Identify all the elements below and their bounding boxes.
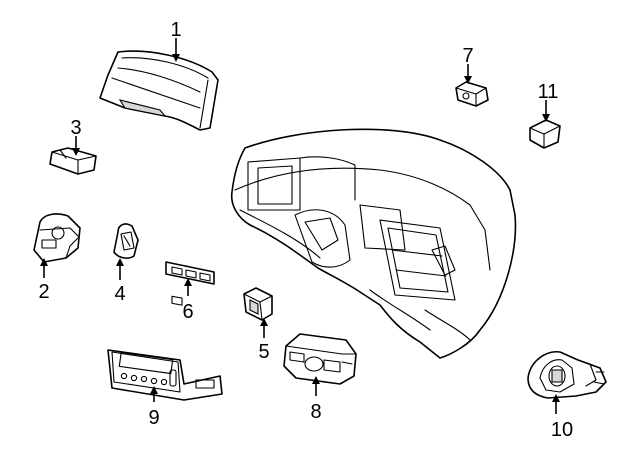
callout-4: 4 [114, 283, 125, 305]
switch-part-5 [243, 287, 273, 321]
knob-part-4 [113, 223, 139, 259]
callout-labels: 1 2 3 4 5 6 7 8 9 10 11 [38, 19, 573, 441]
leader-2-arrowhead [40, 258, 48, 266]
callout-8: 8 [310, 401, 321, 423]
callout-6: 6 [182, 301, 193, 323]
leader-6-arrowhead [184, 278, 192, 286]
leader-4-arrowhead [116, 258, 124, 266]
headlamp-switch-part [33, 213, 81, 263]
leader-11-arrowhead [542, 114, 550, 122]
leader-8-arrowhead [312, 376, 320, 384]
climate-control-part [107, 349, 223, 401]
leader-9-arrowhead [150, 386, 158, 394]
callout-10: 10 [551, 419, 573, 441]
bezel-strip-part [165, 261, 215, 306]
callout-1: 1 [170, 19, 181, 41]
callout-3: 3 [70, 117, 81, 139]
switch-part-11 [529, 119, 561, 149]
ignition-housing-part [527, 351, 607, 399]
instrument-panel [230, 128, 517, 359]
callout-5: 5 [258, 341, 269, 363]
switch-part-3 [49, 147, 97, 175]
clip-part-7 [455, 81, 489, 107]
callout-2: 2 [38, 281, 49, 303]
leader-1-arrowhead [172, 54, 180, 62]
switch-bank-part [283, 333, 357, 385]
leader-lines [40, 38, 560, 414]
callout-7: 7 [462, 45, 473, 67]
callout-11: 11 [538, 81, 559, 103]
leader-7-arrowhead [464, 76, 472, 84]
leader-3-arrowhead [72, 148, 80, 156]
leader-10-arrowhead [552, 394, 560, 402]
glove-box-part [99, 50, 219, 131]
callout-9: 9 [148, 407, 159, 429]
leader-5-arrowhead [260, 318, 268, 326]
